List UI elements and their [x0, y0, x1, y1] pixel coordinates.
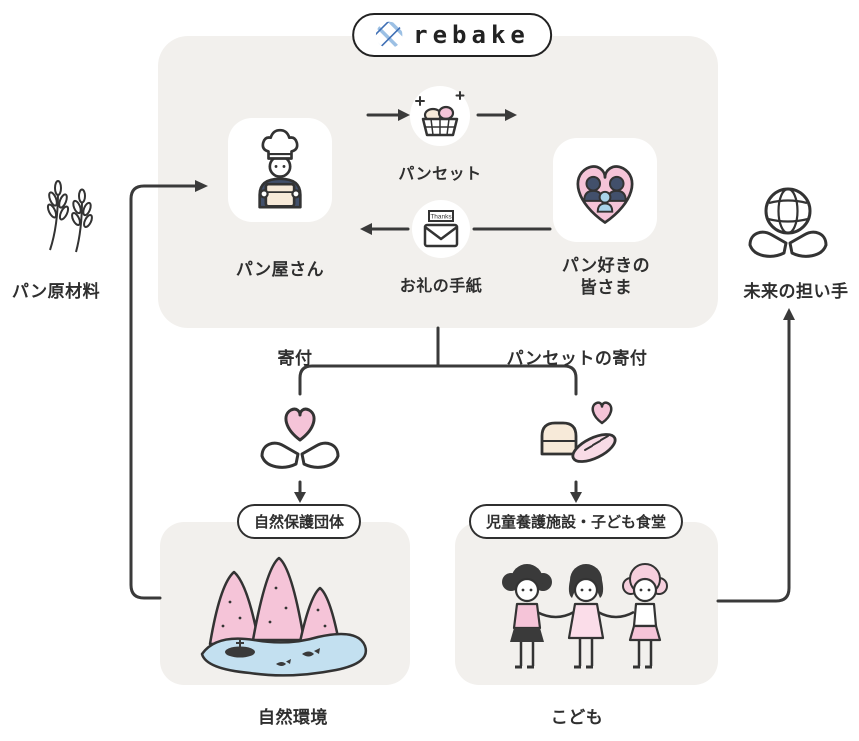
baker-icon — [258, 128, 302, 209]
rebake-logo: rebake — [352, 13, 552, 57]
logo-wordmark: rebake — [413, 21, 530, 49]
children-icon — [502, 563, 668, 669]
bread-lovers-label: パン好きの 皆さま — [562, 255, 650, 299]
nature-org-pill: 自然保護団体 — [236, 504, 362, 539]
bread-basket-badge — [410, 86, 470, 146]
thanks-letter-badge: Thanks — [412, 200, 470, 258]
bread-lovers-tile — [553, 138, 657, 242]
bread-set-donation-label: パンセットの寄付 — [506, 349, 648, 368]
children-facility-pill: 児童養護施設・子ども食堂 — [468, 504, 684, 539]
globe-hands-icon — [748, 187, 828, 258]
children-caption: こども — [550, 708, 604, 727]
heart-people-icon — [576, 165, 634, 224]
heart-hands-icon — [260, 407, 340, 469]
thanks-stamp-text: Thanks — [430, 214, 452, 221]
ingredients-label: パン原材料 — [11, 282, 101, 301]
bread-set-label: パンセット — [398, 166, 482, 183]
donation-label: 寄付 — [277, 349, 313, 368]
baker-label: パン屋さん — [235, 260, 325, 279]
thanks-letter-label: お礼の手紙 — [399, 278, 483, 295]
bread-lovers-label-line2: 皆さま — [579, 278, 633, 297]
bread-lovers-label-line1: パン好きの — [561, 256, 651, 275]
baker-tile — [228, 118, 332, 222]
nature-panel — [160, 522, 410, 685]
wheat-icon — [46, 180, 93, 253]
nature-caption: 自然環境 — [258, 708, 328, 727]
nature-scene-icon — [200, 556, 368, 677]
future-bearers-label: 未来の担い手 — [743, 282, 849, 301]
plaid-logo-icon — [375, 21, 403, 49]
thanks-letter-icon: Thanks — [423, 210, 459, 248]
bread-donation-icon — [540, 401, 617, 463]
bread-basket-icon — [415, 91, 465, 137]
children-panel — [455, 522, 718, 685]
